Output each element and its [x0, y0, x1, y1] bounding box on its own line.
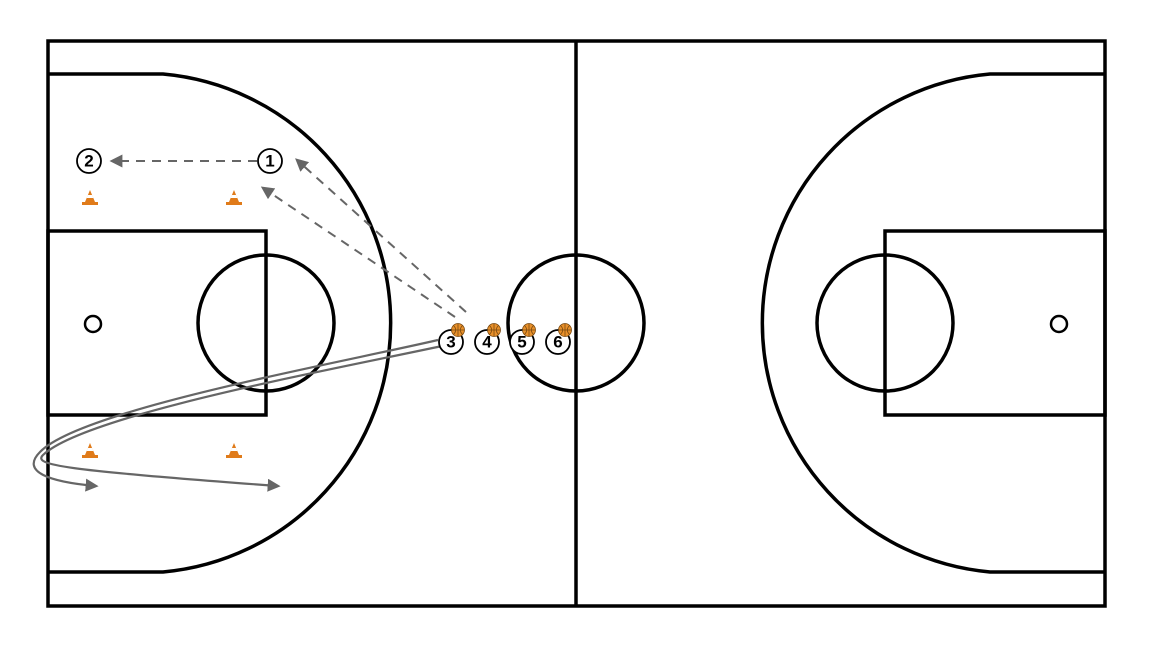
basketball-icon — [522, 323, 536, 337]
dribble-arrow-to-wing — [40, 344, 443, 492]
player-6: 6 — [545, 323, 572, 355]
basketball-icon — [487, 323, 501, 337]
cone-icon — [226, 190, 242, 205]
right-free-throw-circle — [815, 253, 955, 393]
right-basket-icon — [1049, 314, 1069, 334]
left-key — [46, 229, 268, 417]
cone-icon — [82, 443, 98, 458]
player-label: 5 — [517, 333, 526, 352]
cut-arrow-3-to-1 — [260, 186, 456, 318]
player-label: 4 — [482, 333, 492, 352]
player-1: 1 — [257, 148, 283, 174]
right-three-point-line — [760, 72, 1105, 574]
player-2: 2 — [76, 148, 102, 174]
dribble-arrow-to-corner — [32, 338, 439, 492]
pass-arrow-3-to-1 — [295, 158, 467, 313]
player-3: 3 — [438, 323, 465, 355]
left-three-point-line — [48, 72, 393, 574]
basketball-icon — [451, 323, 465, 337]
player-4: 4 — [474, 323, 501, 355]
player-5: 5 — [509, 323, 536, 355]
left-basket-icon — [83, 314, 103, 334]
player-label: 3 — [446, 333, 455, 352]
center-circle — [506, 253, 646, 393]
player-label: 2 — [84, 152, 93, 171]
cone-icon — [82, 190, 98, 205]
basketball-icon — [558, 323, 572, 337]
cone-icon — [226, 443, 242, 458]
player-label: 1 — [265, 152, 274, 171]
right-key — [883, 229, 1107, 417]
player-label: 6 — [553, 333, 562, 352]
left-free-throw-circle — [196, 253, 336, 393]
